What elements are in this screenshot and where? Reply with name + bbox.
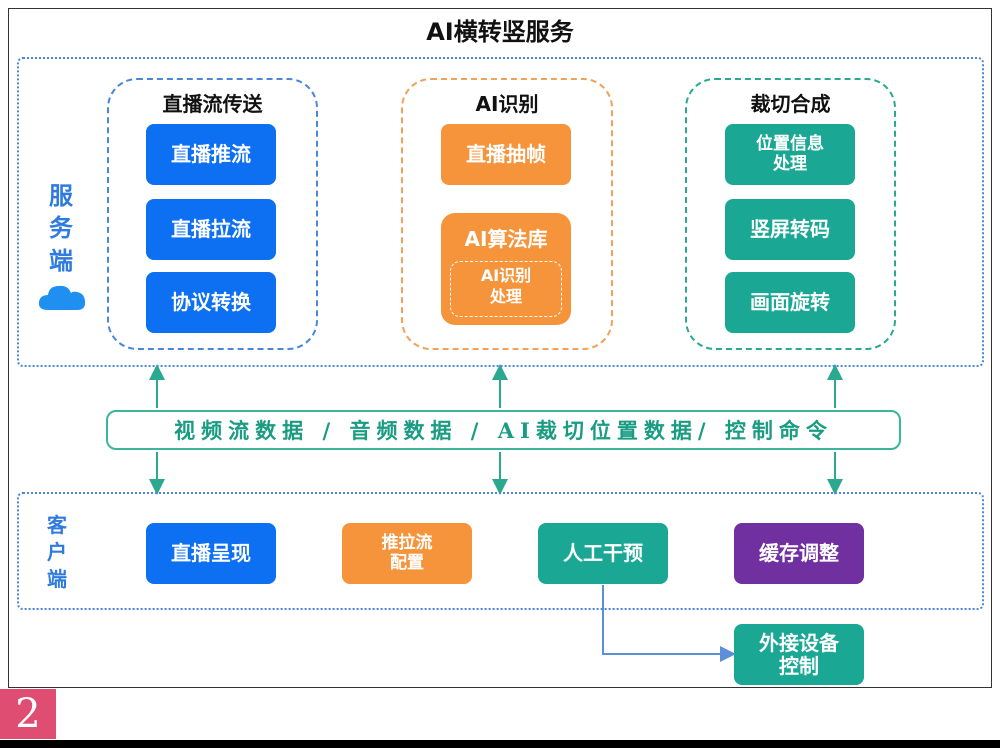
- box-frame-extract: 直播抽帧: [441, 124, 571, 185]
- group-title-crop-compose: 裁切合成: [750, 92, 831, 116]
- box-push-pull-config: 推拉流 配置: [342, 523, 472, 584]
- cloud-icon: [38, 285, 86, 310]
- server-label-char: 服: [49, 182, 73, 210]
- client-label-char: 客: [47, 513, 67, 537]
- box-live-push: 直播推流: [146, 124, 276, 185]
- box-protocol-convert: 协议转换: [146, 272, 276, 333]
- client-region: [17, 492, 984, 610]
- client-label-char: 端: [47, 567, 67, 591]
- ai-library-inner: AI识别 处理: [450, 261, 562, 317]
- client-label-char: 户: [47, 540, 67, 564]
- client-label: 客 户 端: [42, 512, 72, 593]
- box-picture-rotate: 画面旋转: [725, 272, 855, 333]
- box-manual-intervention: 人工干预: [538, 523, 668, 584]
- server-label-char: 端: [49, 246, 73, 275]
- group-stream-transfer: [107, 78, 318, 350]
- group-crop-compose: [685, 78, 896, 350]
- server-label: 服 务 端: [44, 180, 78, 277]
- box-live-pull: 直播拉流: [146, 199, 276, 260]
- diagram-title: AI横转竖服务: [426, 18, 574, 46]
- server-label-char: 务: [49, 214, 73, 243]
- ai-library-title: AI算法库: [464, 227, 548, 251]
- box-vertical-transcode: 竖屏转码: [725, 199, 855, 260]
- figure-number-badge: 2: [0, 689, 56, 739]
- diagram-frame: [8, 8, 992, 688]
- group-ai-recognition: [401, 78, 613, 350]
- data-flow-strip: 视频流数据 / 音频数据 / AI裁切位置数据/ 控制命令: [106, 410, 901, 450]
- bottom-bar: [0, 740, 1000, 748]
- box-position-info: 位置信息 处理: [725, 124, 855, 185]
- group-title-ai-recognition: AI识别: [475, 92, 539, 116]
- group-title-stream-transfer: 直播流传送: [162, 92, 263, 116]
- box-live-display: 直播呈现: [146, 523, 276, 584]
- box-external-device: 外接设备 控制: [734, 624, 864, 685]
- box-cache-adjust: 缓存调整: [734, 523, 864, 584]
- ai-library-block: [441, 213, 571, 325]
